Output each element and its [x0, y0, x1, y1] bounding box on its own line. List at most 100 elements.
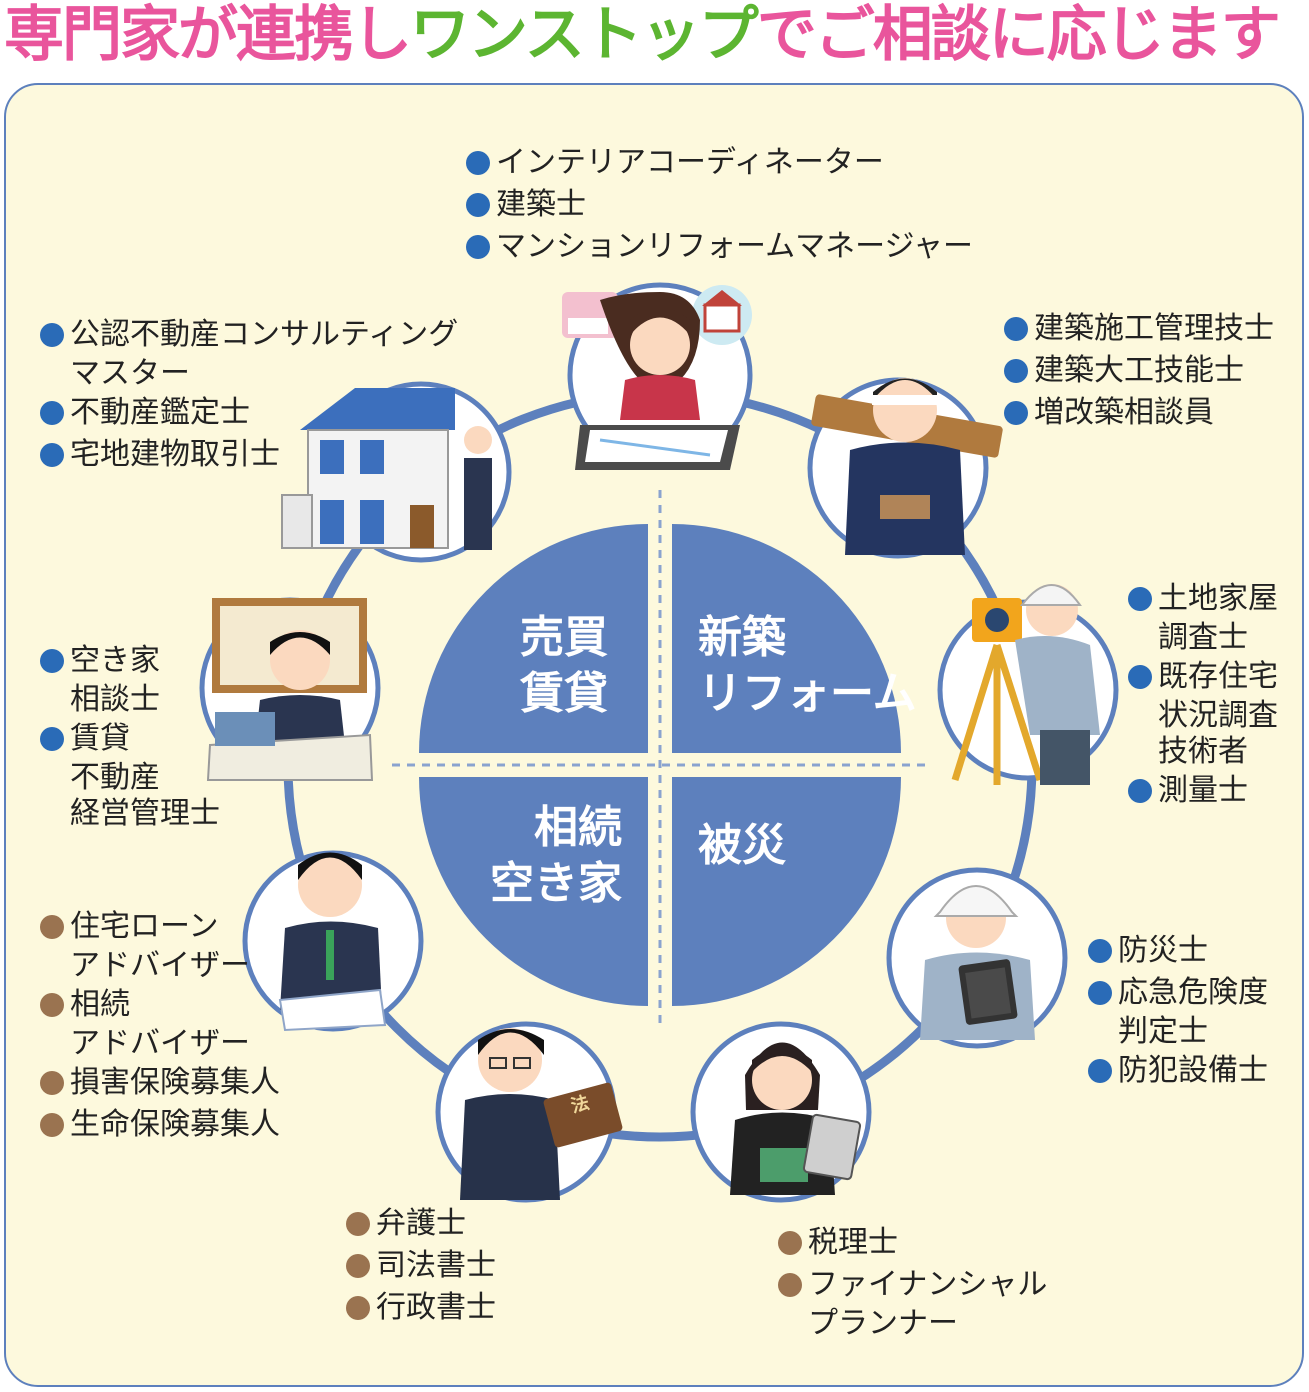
expert-item-text: マスター [70, 356, 190, 391]
expert-item: 司法書士 [346, 1245, 496, 1287]
interior-designer-icon [562, 282, 753, 470]
expert-item: 建築大工技能士 [1004, 350, 1274, 392]
group-interior-architect: インテリアコーディネーター建築士マンションリフォームマネージャー [466, 142, 973, 268]
expert-item-text: 行政書士 [376, 1290, 496, 1325]
group-construction: 建築施工管理技士建築大工技能士増改築相談員 [1004, 308, 1274, 434]
title-part-1: 専門家が連携し [4, 0, 412, 70]
expert-item: 防犯設備士 [1088, 1050, 1268, 1092]
group-real-estate: 公認不動産コンサルティングマスター不動産鑑定士宅地建物取引士 [40, 314, 458, 476]
expert-item: 弁護士 [346, 1203, 496, 1245]
expert-item: 行政書士 [346, 1287, 496, 1329]
group-disaster: 防災士応急危険度判定士防犯設備士 [1088, 930, 1268, 1092]
expert-item-text: 賃貸 [70, 721, 130, 756]
carpenter-icon [807, 377, 1003, 559]
surveyor-icon [937, 584, 1119, 785]
real-estate-house-icon [281, 381, 512, 563]
expert-item-text: プランナー [808, 1306, 958, 1341]
expert-item-text: 防犯設備士 [1118, 1053, 1268, 1088]
expert-item: 既存住宅状況調査技術者 [1128, 656, 1278, 770]
expert-item: 賃貸不動産経営管理士 [40, 718, 220, 832]
expert-item-text: ファイナンシャル [808, 1267, 1048, 1302]
title-part-2: ワンストップ [410, 0, 759, 70]
expert-item: マンションリフォームマネージャー [466, 226, 973, 268]
expert-item-text: 建築士 [496, 187, 586, 222]
expert-item-text: 空き家 [70, 643, 160, 678]
expert-item-text: 建築施工管理技士 [1034, 311, 1274, 346]
expert-item-text: 経営管理士 [70, 796, 220, 831]
expert-item-text: 弁護士 [376, 1206, 466, 1241]
expert-item: 応急危険度判定士 [1088, 972, 1268, 1050]
expert-item-text: 生命保険募集人 [70, 1107, 280, 1142]
quadrant-label-top-right: 新築 リフォーム [698, 610, 917, 722]
expert-item: 測量士 [1128, 770, 1278, 812]
lawyer-icon: 法 [435, 1021, 623, 1203]
expert-item: 相続アドバイザー [40, 984, 280, 1062]
group-legal: 弁護士司法書士行政書士 [346, 1203, 496, 1329]
expert-item-text: 税理士 [808, 1225, 898, 1260]
expert-item-text: 調査士 [1158, 620, 1248, 655]
expert-item-text: 公認不動産コンサルティング [70, 317, 459, 352]
expert-item-text: 建築大工技能士 [1034, 353, 1244, 388]
quadrant-top-right [672, 524, 901, 753]
expert-item-text: 宅地建物取引士 [70, 437, 280, 472]
expert-item-text: 技術者 [1158, 734, 1248, 769]
expert-item-text: 防災士 [1118, 933, 1208, 968]
expert-item-text: マンションリフォームマネージャー [496, 229, 973, 264]
tax-accountant-icon [690, 1021, 872, 1203]
expert-item-text: 土地家屋 [1158, 581, 1278, 616]
expert-item: 不動産鑑定士 [40, 392, 458, 434]
quadrant-top-left [419, 524, 648, 753]
law-book-label: 法 [569, 1091, 592, 1117]
center-circle [392, 490, 928, 1030]
quadrant-label-top-left: 売買 賃貸 [520, 610, 608, 722]
expert-item-text: 損害保険募集人 [70, 1065, 280, 1100]
expert-item: 生命保険募集人 [40, 1104, 280, 1146]
vacant-house-consultant-icon [199, 597, 381, 781]
expert-item: ファイナンシャルプランナー [778, 1264, 1047, 1342]
expert-item: 建築士 [466, 184, 973, 226]
expert-item: 増改築相談員 [1004, 392, 1274, 434]
expert-item: インテリアコーディネーター [466, 142, 973, 184]
expert-item-text: 状況調査 [1158, 698, 1278, 733]
quadrant-label-line: リフォーム [698, 668, 917, 719]
quadrant-label-bottom-right: 被災 [698, 818, 786, 874]
quadrant-label-line: 売買 [520, 612, 608, 663]
expert-item: 建築施工管理技士 [1004, 308, 1274, 350]
title-part-3: でご相談に応じます [756, 0, 1281, 70]
group-vacant-house: 空き家相談士賃貸不動産経営管理士 [40, 640, 220, 832]
expert-item-text: 測量士 [1158, 773, 1248, 808]
expert-item-text: アドバイザー [70, 1026, 250, 1061]
expert-item: 損害保険募集人 [40, 1062, 280, 1104]
expert-item-text: インテリアコーディネーター [496, 145, 884, 180]
quadrant-label-line: 空き家 [490, 858, 622, 909]
quadrant-label-line: 賃貸 [520, 668, 608, 719]
quadrant-label-line: 新築 [698, 612, 786, 663]
loan-adviser-icon [242, 850, 424, 1032]
expert-item-text: アドバイザー [70, 948, 250, 983]
expert-item-text: 判定士 [1118, 1014, 1208, 1049]
expert-item-text: 不動産 [70, 760, 160, 795]
expert-item-text: 不動産鑑定士 [70, 395, 250, 430]
expert-item: 土地家屋調査士 [1128, 578, 1278, 656]
page-title: 専門家が連携しワンストップでご相談に応じます [4, 0, 1309, 74]
expert-item-text: 相続 [70, 987, 130, 1022]
expert-item: 宅地建物取引士 [40, 434, 458, 476]
group-tax-planning: 税理士ファイナンシャルプランナー [778, 1222, 1047, 1342]
expert-item-text: 相談士 [70, 682, 160, 717]
expert-item: 住宅ローンアドバイザー [40, 906, 280, 984]
expert-item: 税理士 [778, 1222, 1047, 1264]
quadrant-bottom-right [672, 777, 901, 1006]
expert-item-text: 増改築相談員 [1034, 395, 1214, 430]
quadrant-bottom-left [419, 777, 648, 1006]
hardhat-inspector-icon [886, 867, 1068, 1049]
expert-item: 公認不動産コンサルティングマスター [40, 314, 458, 392]
expert-item: 空き家相談士 [40, 640, 220, 718]
quadrant-label-line: 被災 [698, 820, 786, 871]
quadrant-label-bottom-left: 相続 空き家 [486, 800, 622, 912]
expert-item-text: 司法書士 [376, 1248, 496, 1283]
expert-item-text: 既存住宅 [1158, 659, 1278, 694]
quadrant-label-line: 相続 [534, 802, 622, 853]
expert-item: 防災士 [1088, 930, 1268, 972]
expert-item-text: 住宅ローン [70, 909, 219, 944]
